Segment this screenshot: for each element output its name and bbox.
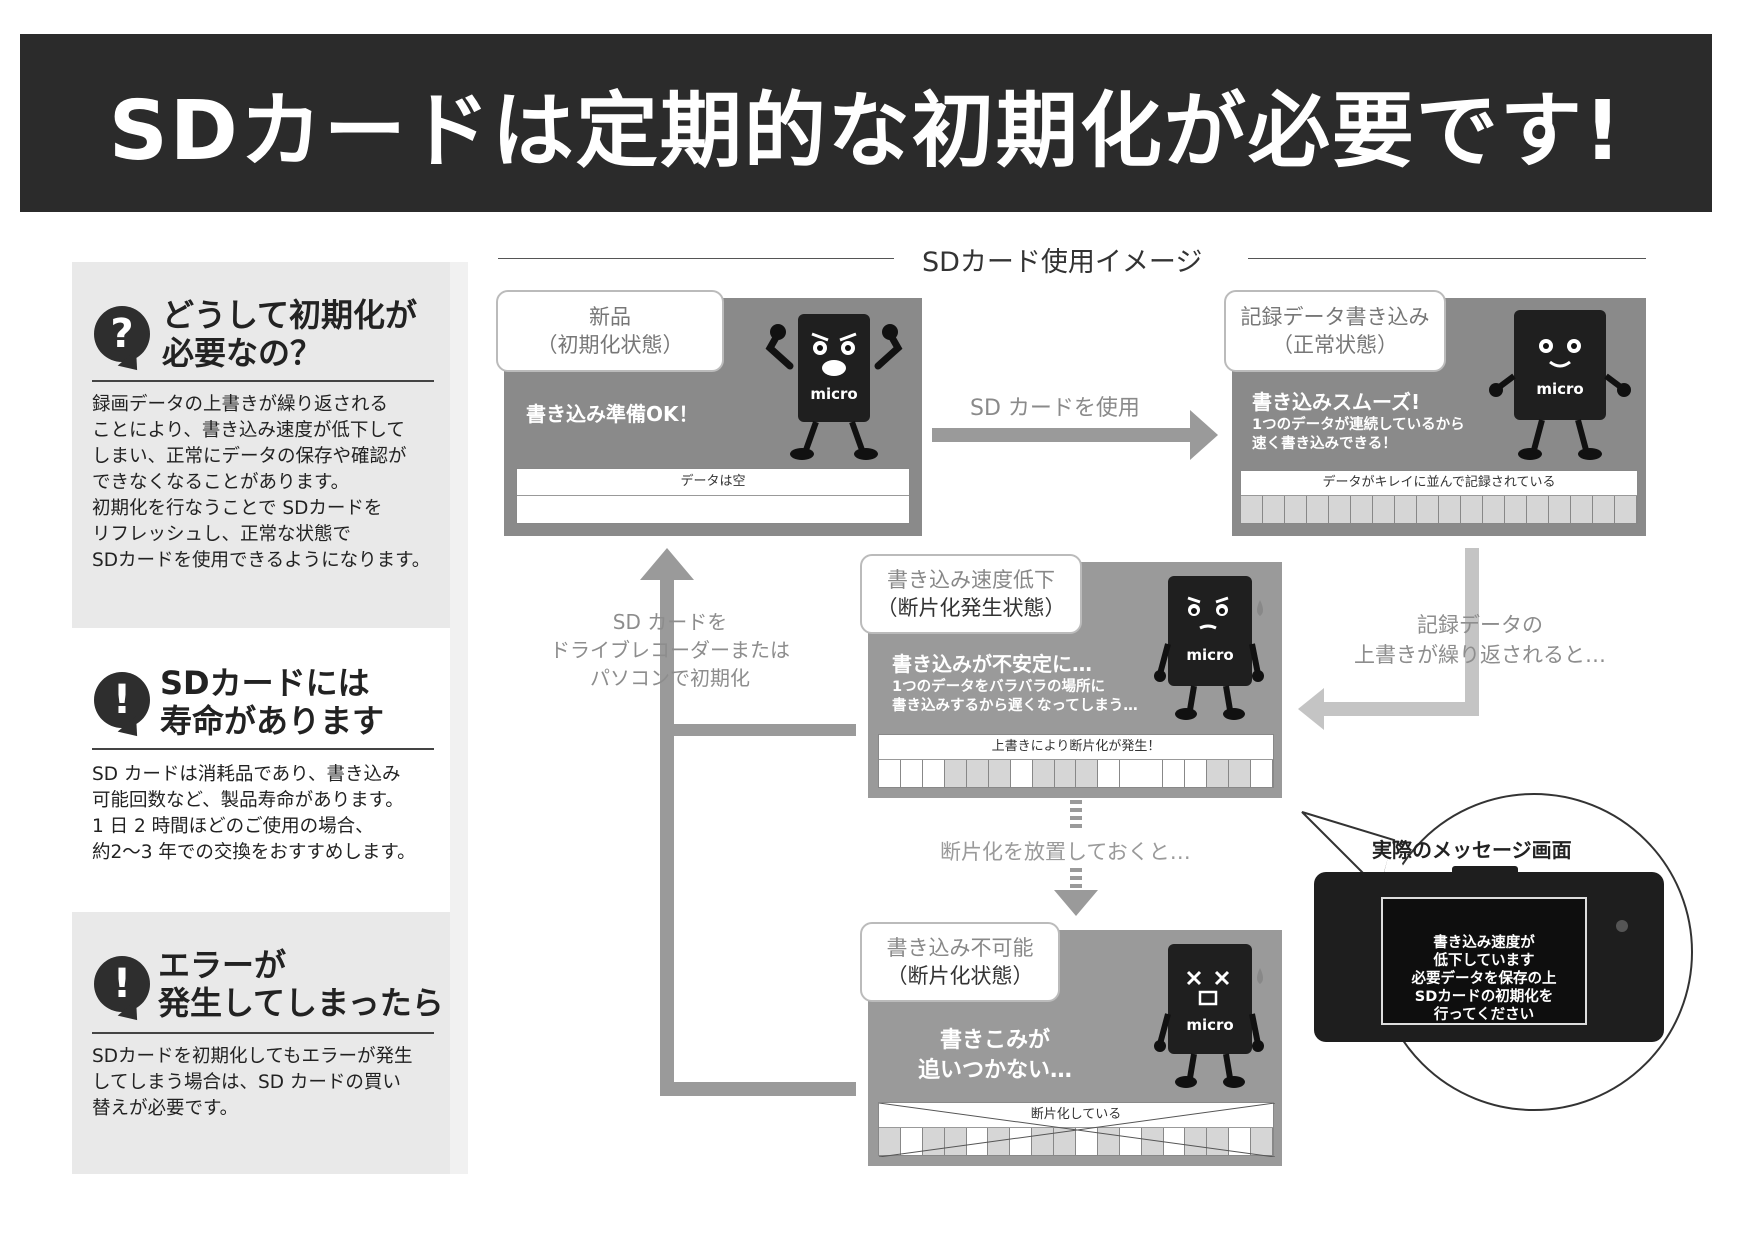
section-why: ?	[94, 306, 150, 362]
arrow-use-head	[1190, 410, 1218, 460]
panel-new-message: 書き込み準備OK！	[526, 402, 699, 426]
section-lifespan: !	[94, 672, 150, 728]
exclamation-icon: !	[94, 956, 150, 1012]
flow-leave-text: 断片化を放置しておくと…	[940, 840, 1191, 864]
mascot-logo: micro	[1186, 646, 1233, 664]
device-screen-message: 書き込み速度が 低下しています 必要データを保存の上 SDカードの初期化を 行っ…	[1411, 935, 1557, 1023]
panel-new-label: 新品 （初期化状態）	[496, 290, 724, 372]
panel-normal-label-line2: （正常状態）	[1272, 333, 1398, 357]
flow-overwrite-text: 記録データの 上書きが繰り返されると…	[1354, 613, 1606, 667]
section-error-rule	[92, 1032, 434, 1034]
panel-new-bar-label: データは空	[680, 474, 746, 489]
device-screen	[1381, 897, 1587, 1025]
device-button	[1616, 920, 1628, 932]
panel-normal-sub: 1つのデータが連続しているから 速く書き込みできる！	[1252, 417, 1465, 452]
panel-fail-databar: 断片化している	[878, 1102, 1275, 1157]
callout-bubble	[1301, 793, 1693, 1111]
mascot-normal-icon: micro	[1489, 310, 1631, 460]
section-why-rule	[92, 380, 434, 382]
heading-rule-left	[498, 258, 894, 259]
exclamation-icon: !	[94, 672, 150, 728]
arrow-format-branch	[674, 724, 856, 736]
fragment-cross	[879, 1103, 1275, 1157]
callout-title: 実際のメッセージ画面	[1372, 838, 1572, 862]
heading-rule-right	[1248, 258, 1646, 259]
panel-normal-cells	[1241, 495, 1637, 523]
panel-slow-cells	[879, 759, 1273, 787]
arrow-format-head	[640, 548, 694, 580]
panel-normal-label: 記録データ書き込み （正常状態）	[1224, 290, 1446, 372]
panel-fail-label-line1: 書き込み不可能	[886, 936, 1034, 960]
arrow-overwrite-shaft	[1465, 548, 1479, 716]
section-error: !	[94, 956, 150, 1012]
panel-slow-databar: 上書きにより断片化が発生！	[878, 734, 1274, 788]
panel-normal: 記録データ書き込み （正常状態） 書き込みスムーズ! 1つのデータが連続している…	[1224, 290, 1646, 536]
mascot-dazed-icon: micro	[1154, 944, 1264, 1088]
section-why-body: 録画データの上書きが繰り返される ことにより、書き込み速度が低下して しまい、正…	[92, 394, 431, 571]
arrow-use-shaft	[932, 428, 1194, 442]
left-panel-error	[72, 912, 466, 1174]
panel-slow-label-line2: （断片化発生状態）	[876, 596, 1066, 620]
arrow-overwrite-bottom	[1322, 702, 1479, 716]
panel-new-databar: データは空	[516, 468, 910, 524]
panel-normal-label-line1: 記録データ書き込み	[1240, 305, 1430, 329]
panel-fail-message: 書きこみが 追いつかない…	[918, 1028, 1073, 1083]
panel-slow-sub: 1つのデータをバラバラの場所に 書き込みするから遅くなってしまう…	[892, 679, 1138, 714]
arrow-overwrite-head	[1298, 688, 1324, 730]
arrow-leave-head	[1054, 890, 1098, 916]
panel-slow-label-line1: 書き込み速度低下	[887, 568, 1055, 592]
panel-normal-bar-label: データがキレイに並んで記録されている	[1322, 475, 1556, 490]
panel-normal-message: 書き込みスムーズ!	[1252, 390, 1421, 414]
panel-fail-label: 書き込み不可能 （断片化状態）	[860, 922, 1060, 1002]
panel-fail-cells	[879, 1127, 1274, 1155]
panel-new-label-line2: （初期化状態）	[536, 333, 684, 357]
panel-fail-bar-label: 断片化している	[1030, 1107, 1122, 1122]
panel-fail-label-line2: （断片化状態）	[886, 964, 1034, 988]
mascot-logo: micro	[1186, 1016, 1233, 1034]
left-column-edge	[450, 262, 468, 1174]
panel-slow-label: 書き込み速度低下 （断片化発生状態）	[860, 554, 1082, 634]
question-icon: ?	[94, 306, 150, 362]
mascot-logo: micro	[1536, 380, 1583, 398]
section-error-title: エラーが 発生してしまったら	[158, 946, 444, 1022]
flow-use-text: SD カードを使用	[970, 396, 1140, 421]
section-lifespan-body: SD カードは消耗品であり、書き込み 可能回数など、製品寿命があります。 1 日…	[92, 764, 416, 863]
arrow-format-bottom	[660, 1082, 856, 1096]
panel-new-empty-track	[517, 495, 909, 523]
page-title: SDカードは定期的な初期化が必要です!	[108, 83, 1624, 179]
mascot-logo: micro	[810, 385, 857, 403]
arrow-format-shaft	[660, 574, 674, 1094]
mascot-happy-icon: micro	[765, 314, 903, 460]
section-error-body: SDカードを初期化してもエラーが発生 してしまう場合は、SD カードの買い 替え…	[92, 1046, 413, 1119]
diagram-heading: SDカード使用イメージ	[922, 247, 1203, 278]
arrow-leave-dashes	[1070, 800, 1082, 888]
panel-slow-message: 書き込みが不安定に…	[892, 652, 1092, 676]
section-lifespan-rule	[92, 748, 434, 750]
section-why-title: どうして初期化が 必要なの？	[162, 296, 418, 372]
section-lifespan-title: SDカードには 寿命があります	[160, 664, 385, 740]
flow-format-text: SD カードを ドライブレコーダーまたは パソコンで初期化	[550, 610, 790, 690]
panel-new-label-line1: 新品	[589, 305, 631, 329]
panel-normal-databar: データがキレイに並んで記録されている	[1240, 470, 1638, 524]
mascot-sweating-icon: micro	[1154, 576, 1264, 720]
panel-slow-bar-label: 上書きにより断片化が発生！	[991, 739, 1161, 754]
title-banner: SDカードは定期的な初期化が必要です!	[20, 34, 1712, 212]
